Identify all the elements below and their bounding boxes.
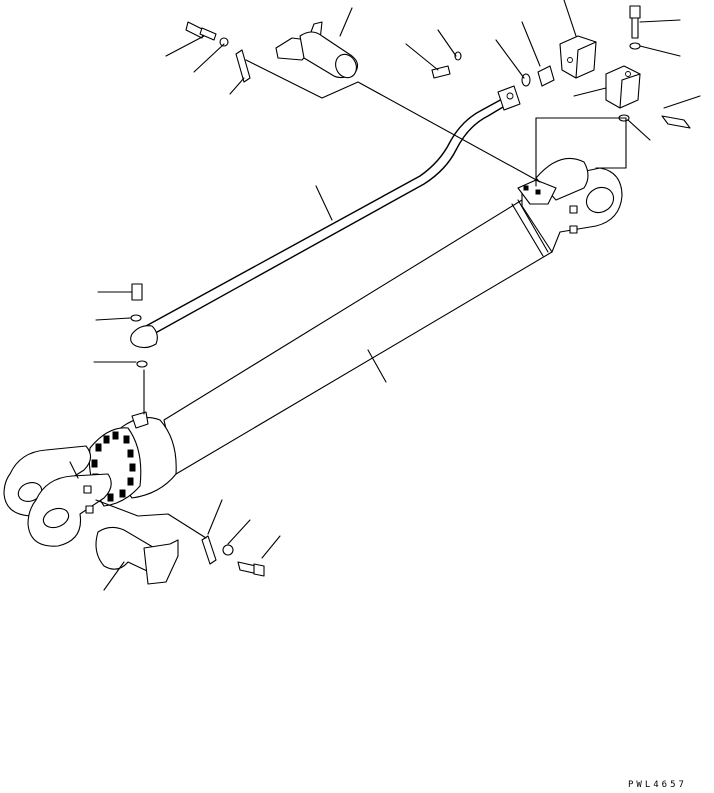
bottom-bracket-assembly — [96, 527, 264, 584]
assembly-guide-lines — [96, 60, 626, 538]
hydraulic-cylinder — [4, 158, 622, 546]
drawing-code: PWL4657 — [628, 780, 687, 790]
leader-lines — [94, 0, 700, 590]
top-bracket-assembly — [186, 22, 360, 82]
valve-block-assembly — [131, 6, 690, 367]
hydraulic-pipe — [131, 86, 520, 348]
